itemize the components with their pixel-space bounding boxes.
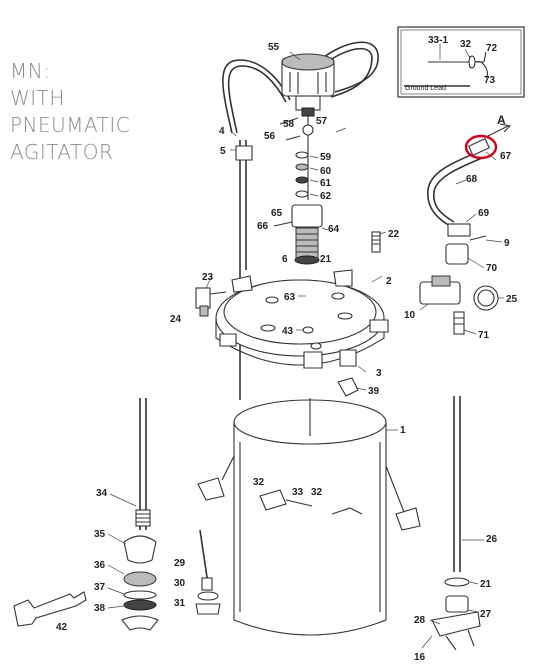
part-label-28: 28 [414, 615, 426, 626]
part-label-63: 63 [284, 292, 296, 303]
part-label-10: 10 [404, 310, 416, 321]
part-label-62: 62 [320, 191, 332, 202]
part-label-60: 60 [320, 166, 332, 177]
part-label-34: 34 [96, 488, 108, 499]
part-label-6: 6 [282, 254, 288, 265]
part-label-56: 56 [264, 131, 276, 142]
part-label-25: 25 [506, 294, 518, 305]
part-label-37: 37 [94, 582, 106, 593]
part-label-35: 35 [94, 529, 106, 540]
part-label-69: 69 [478, 208, 490, 219]
part-label-39: 39 [368, 386, 380, 397]
part-label-5: 5 [220, 146, 226, 157]
part-label-16: 16 [414, 652, 426, 663]
part-label-23: 23 [202, 272, 214, 283]
part-label-70: 70 [486, 263, 498, 274]
part-label-21-lower: 21 [480, 579, 492, 590]
pressure-tank [197, 398, 421, 636]
inset-label-33-1: 33-1 [428, 35, 448, 46]
part-label-61: 61 [320, 178, 332, 189]
part-label-21: 21 [320, 254, 332, 265]
part-label-4: 4 [219, 126, 225, 137]
part-label-29: 29 [174, 558, 186, 569]
air-hose-loop [222, 59, 291, 134]
agitator-shaft-parts [279, 116, 314, 200]
inset-label-73: 73 [484, 75, 496, 86]
pressure-lid [215, 269, 389, 369]
part-label-1: 1 [400, 425, 406, 436]
flow-arrow-label: A [497, 113, 506, 127]
part-label-55: 55 [268, 42, 280, 53]
caption-line-1: MN: [10, 59, 51, 83]
highlighted-fitting [464, 123, 512, 160]
part-label-66: 66 [257, 221, 269, 232]
part-label-32-right: 32 [311, 487, 323, 498]
part-label-22: 22 [388, 229, 400, 240]
part-label-59: 59 [320, 152, 332, 163]
relief-valve [195, 287, 227, 317]
part-number-labels: 55 58 57 4 5 56 59 60 61 62 65 66 64 21 … [56, 42, 518, 663]
regulator-hose [427, 151, 479, 227]
part-label-33: 33 [292, 487, 304, 498]
part-label-31: 31 [174, 598, 186, 609]
part-label-9: 9 [504, 238, 510, 249]
air-motor [281, 53, 335, 117]
part-label-3: 3 [376, 368, 382, 379]
part-label-71: 71 [478, 330, 490, 341]
part-label-26: 26 [486, 534, 498, 545]
wrench [13, 591, 87, 627]
part-label-58: 58 [283, 119, 295, 130]
inset-label-32: 32 [460, 39, 472, 50]
part-label-68: 68 [466, 174, 478, 185]
part-label-43: 43 [282, 326, 294, 337]
inset-label-72: 72 [486, 43, 498, 54]
model-caption: MN: WITH PNEUMATIC AGITATOR [10, 58, 130, 166]
caption-line-3: PNEUMATIC [10, 113, 131, 137]
part-label-30: 30 [174, 578, 186, 589]
part-label-2: 2 [386, 276, 392, 287]
part-label-64: 64 [328, 224, 340, 235]
coupling [273, 204, 323, 265]
part-label-42: 42 [56, 622, 68, 633]
part-label-57: 57 [316, 116, 328, 127]
part-label-32-left: 32 [253, 477, 265, 488]
caption-line-2: WITH [10, 86, 65, 110]
part-label-27: 27 [480, 609, 492, 620]
ground-lead-label: Ground Lead [405, 85, 446, 92]
part-label-65: 65 [271, 208, 283, 219]
caption-line-4: AGITATOR [10, 140, 114, 164]
part-label-38: 38 [94, 603, 106, 614]
part-label-67: 67 [500, 151, 512, 162]
ground-lead-inset: 33-1 32 72 73 Ground Lead [397, 26, 525, 98]
part-label-36: 36 [94, 560, 106, 571]
air-regulator [419, 223, 499, 335]
part-label-24: 24 [170, 314, 182, 325]
